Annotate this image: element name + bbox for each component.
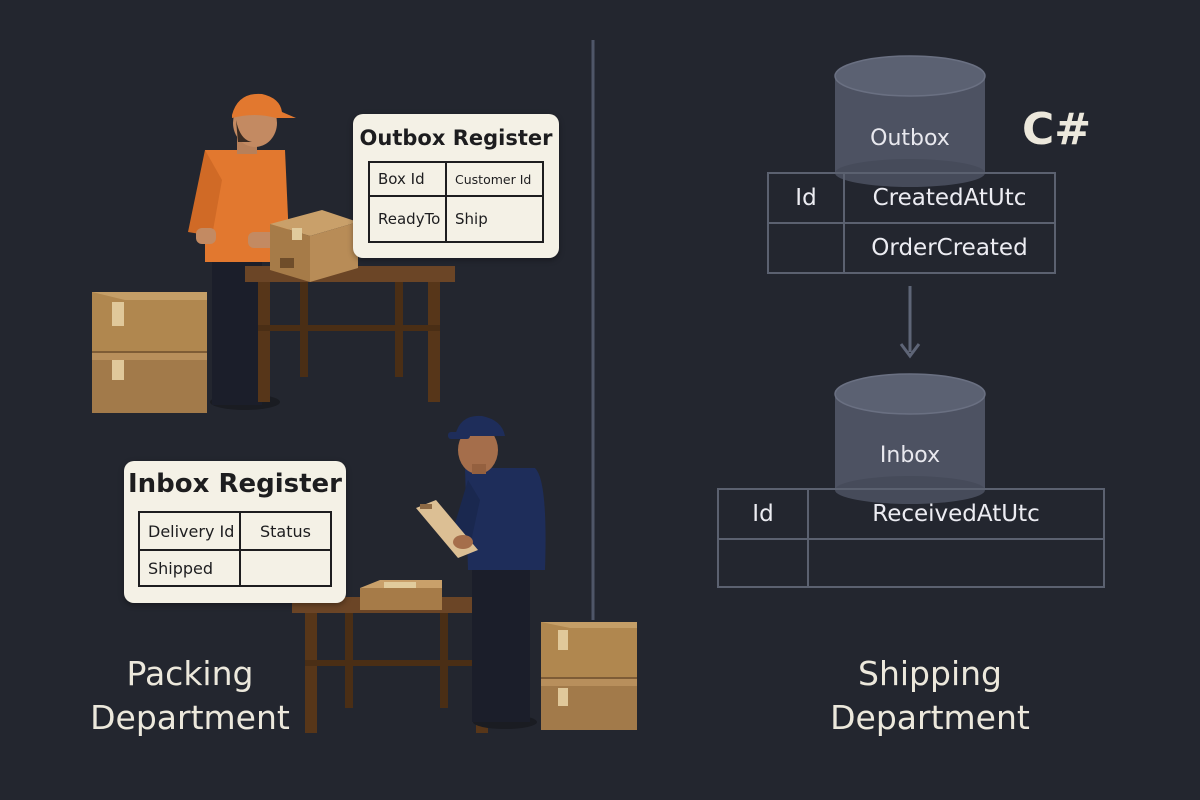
inbox-cell-empty-1 — [719, 540, 809, 586]
database-icon — [834, 55, 986, 187]
outbox-register-cell-status: ReadyTo — [370, 197, 447, 241]
inbox-register-table: Delivery Id Status Shipped — [138, 511, 332, 587]
worker-navy-icon — [448, 415, 546, 729]
database-icon — [834, 373, 986, 504]
outbox-cell-empty — [769, 224, 845, 272]
outbox-register-card: Outbox Register Box Id Customer Id Ready… — [353, 114, 559, 258]
outbox-cell-order-created: OrderCreated — [871, 235, 1028, 261]
packing-department-label: Packing Department — [60, 652, 320, 740]
inbox-db-label: Inbox — [879, 443, 941, 468]
shipping-label-line2: Department — [830, 698, 1030, 737]
clipboard-icon — [416, 500, 478, 558]
outbox-register-table: Box Id Customer Id ReadyTo Ship — [368, 161, 544, 243]
inbox-register-header-delivery-id: Delivery Id — [140, 513, 241, 551]
outbox-register-header-box-id: Box Id — [370, 163, 447, 197]
cardboard-box-icon — [360, 580, 442, 610]
outbox-db-label: Outbox — [870, 126, 950, 151]
worker-orange-icon — [188, 93, 296, 410]
outbox-header-created-at-utc: CreatedAtUtc — [845, 174, 1054, 224]
inbox-header-received-at-utc: ReceivedAtUtc — [809, 490, 1103, 540]
wooden-table-icon — [292, 597, 502, 733]
inbox-register-cell-empty — [241, 551, 330, 585]
outbox-register-title: Outbox Register — [359, 126, 553, 150]
outbox-table: Id CreatedAtUtc OrderCreated — [767, 172, 1056, 274]
cardboard-box-icon — [270, 210, 358, 282]
cardboard-box-icon — [92, 292, 207, 413]
packing-label-line2: Department — [90, 698, 290, 737]
inbox-register-card: Inbox Register Delivery Id Status Shippe… — [124, 461, 346, 603]
shipping-department-label: Shipping Department — [790, 652, 1070, 740]
packing-label-line1: Packing — [126, 654, 254, 693]
outbox-header-id: Id — [769, 174, 845, 224]
inbox-header-id: Id — [719, 490, 809, 540]
inbox-table: Id ReceivedAtUtc — [717, 488, 1105, 588]
outbox-register-cell-ship: Ship — [455, 210, 488, 228]
outbox-register-header-customer-id: Customer Id — [447, 163, 542, 197]
wooden-table-icon — [245, 266, 455, 402]
arrow-down-icon — [899, 286, 921, 359]
inbox-register-header-status: Status — [241, 513, 330, 551]
cardboard-box-icon — [541, 622, 637, 730]
shipping-label-line1: Shipping — [858, 654, 1002, 693]
csharp-badge: C# — [1022, 104, 1092, 155]
inbox-cell-empty-2 — [809, 540, 1103, 586]
inbox-register-cell-shipped: Shipped — [140, 551, 241, 585]
inbox-register-title: Inbox Register — [127, 469, 343, 499]
